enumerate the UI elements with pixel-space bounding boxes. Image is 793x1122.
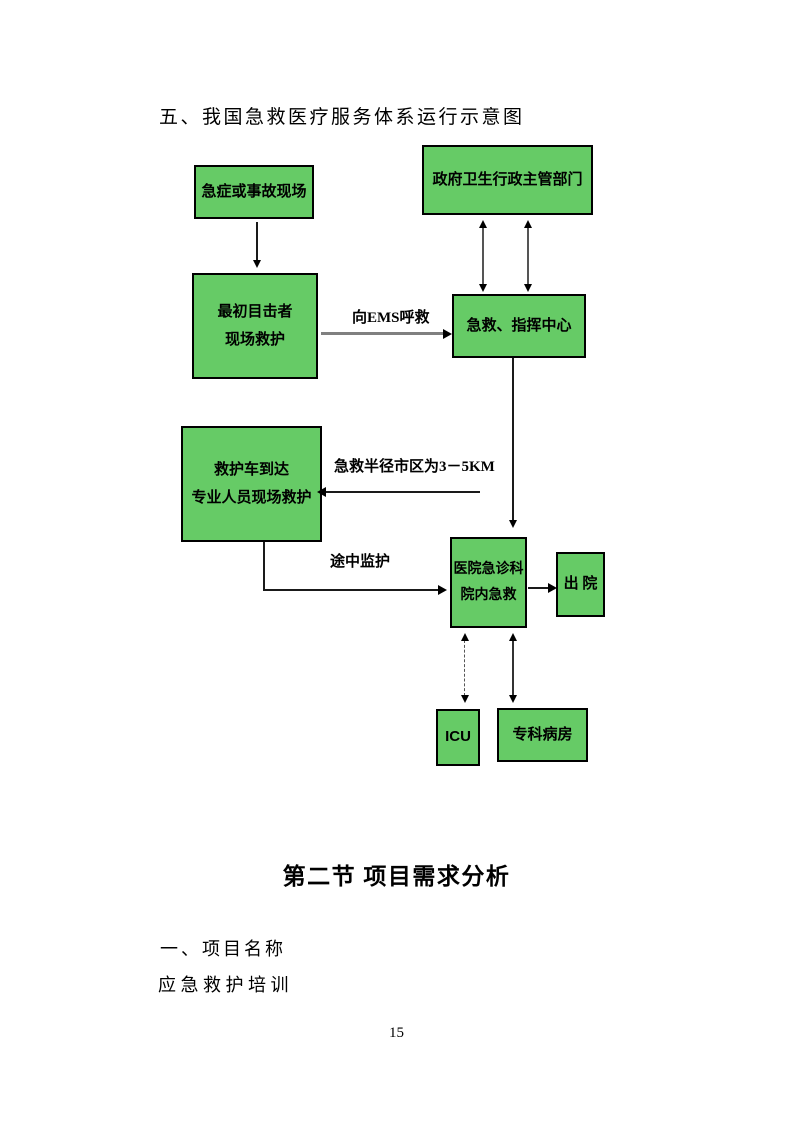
arrowhead-up-icon <box>524 220 532 228</box>
box-ems-command-center: 急救、指挥中心 <box>452 294 586 358</box>
arrowhead-down-icon <box>253 260 261 268</box>
arrowhead-right-icon <box>548 583 557 593</box>
box-first-witness-rescue: 最初目击者 现场救护 <box>192 273 318 379</box>
connector-hospital-ward <box>512 640 514 696</box>
arrowhead-right-icon <box>443 329 452 339</box>
arrowhead-left-icon <box>317 487 326 497</box>
arrowhead-right-icon <box>438 585 447 595</box>
box-government-health-dept: 政府卫生行政主管部门 <box>422 145 593 215</box>
box-specialist-ward: 专科病房 <box>497 708 588 762</box>
arrowhead-down-icon <box>461 695 469 703</box>
arrowhead-down-icon <box>509 520 517 528</box>
connector-hospital-to-discharge <box>528 587 551 589</box>
section-heading: 第二节 项目需求分析 <box>282 864 511 889</box>
connector-center-to-hospital <box>512 358 514 522</box>
box-accident-scene: 急症或事故现场 <box>194 165 314 219</box>
connector-radius <box>325 491 480 493</box>
arrowhead-down-icon <box>479 284 487 292</box>
diagram-title: 五、我国急救医疗服务体系运行示意图 <box>159 107 525 128</box>
box-icu: ICU <box>436 709 480 766</box>
arrowhead-up-icon <box>461 633 469 641</box>
page-number: 15 <box>389 1025 404 1041</box>
subsection-title: 一、项目名称 <box>160 939 286 959</box>
edge-label-call-ems: 向EMS呼救 <box>352 310 430 326</box>
connector-scene-to-witness <box>256 222 258 262</box>
edge-label-service-radius: 急救半径市区为3－5KM <box>334 459 495 475</box>
arrowhead-down-icon <box>509 695 517 703</box>
edge-label-en-route: 途中监护 <box>330 554 391 570</box>
connector-hospital-icu <box>464 640 465 696</box>
arrowhead-up-icon <box>479 220 487 228</box>
arrowhead-up-icon <box>509 633 517 641</box>
connector-gov-center-left <box>482 227 484 285</box>
box-hospital-er: 医院急诊科 院内急救 <box>450 537 527 628</box>
connector-gov-center-right <box>527 227 529 285</box>
connector-ambulance-elbow-vertical <box>263 542 265 590</box>
body-text: 应急救护培训 <box>158 975 293 995</box>
connector-ambulance-elbow-horizontal <box>263 589 440 591</box>
box-discharge: 出 院 <box>556 552 605 617</box>
connector-witness-to-center <box>321 332 446 335</box>
box-ambulance-arrival: 救护车到达 专业人员现场救护 <box>181 426 322 542</box>
arrowhead-down-icon <box>524 284 532 292</box>
